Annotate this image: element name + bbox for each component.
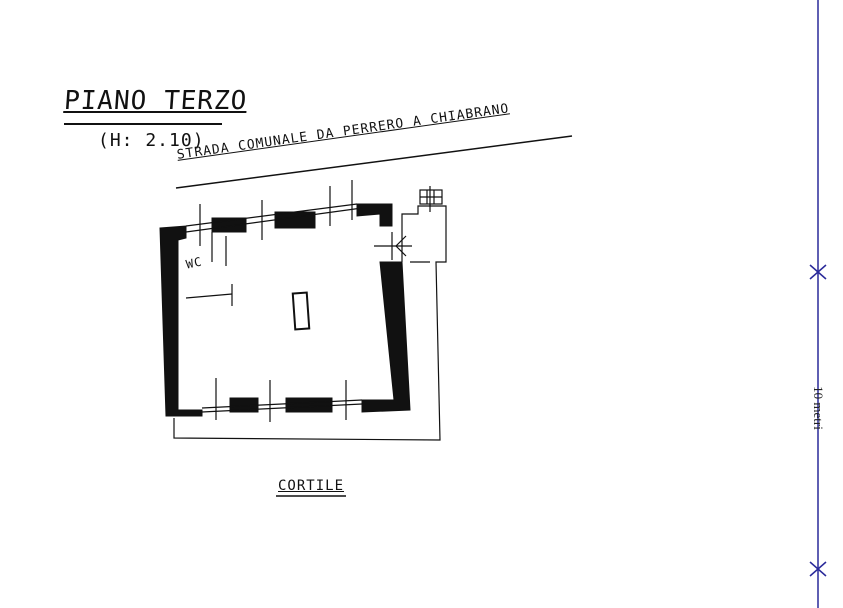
scale-bar [809, 0, 827, 608]
east-wall [361, 261, 411, 413]
north-east-corner [356, 203, 393, 227]
street-line [175, 135, 573, 189]
courtyard-label: CORTILE [278, 478, 345, 494]
floor-plan [159, 180, 447, 441]
height-note: (H: 2.10) [98, 130, 205, 151]
south-wall-segment [285, 397, 333, 413]
north-wall-segment [274, 211, 316, 229]
west-wall [159, 225, 203, 417]
drawing-title: PIANO TERZO [62, 86, 249, 116]
scale-label: 10 metri [811, 386, 826, 430]
